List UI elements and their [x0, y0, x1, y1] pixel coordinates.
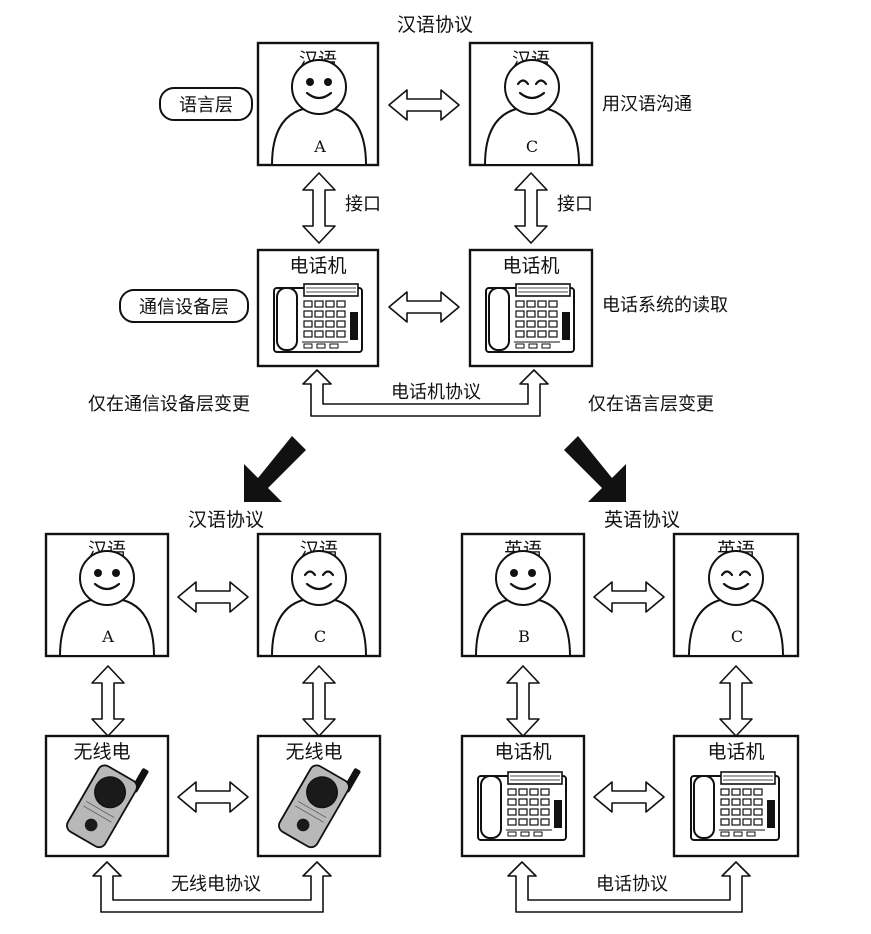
double-arrow-icon [593, 781, 665, 813]
desk-phone-icon [477, 771, 567, 841]
top-phone-left-title: 电话机 [289, 255, 346, 277]
top-box-c-letter: C [526, 137, 538, 156]
double-arrow-icon [302, 369, 549, 417]
interface-left: 接口 [345, 194, 381, 215]
double-arrow-icon [593, 581, 665, 613]
top-note-language: 用汉语沟通 [602, 94, 692, 115]
radio-protocol-label: 无线电协议 [171, 874, 261, 895]
top-box-a-letter: A [313, 137, 326, 156]
bl-box-c-letter: C [314, 627, 326, 646]
double-arrow-icon [91, 665, 125, 737]
comm-layer-label: 通信设备层 [139, 297, 229, 318]
desk-phone-icon [485, 283, 575, 353]
br-box-b-letter: B [518, 627, 530, 646]
double-arrow-icon [719, 665, 753, 737]
br-box-c-letter: C [731, 627, 743, 646]
bl-box-c: 汉语 C [256, 532, 382, 658]
top-phone-box-left: 电话机 [256, 248, 380, 368]
top-phone-protocol: 电话机协议 [391, 382, 481, 403]
br-box-c: 英语 C [672, 532, 800, 658]
bl-box-a: 汉语 A [44, 532, 170, 658]
down-left-arrow-icon [244, 436, 306, 502]
comm-layer-tag: 通信设备层 [119, 289, 249, 323]
bottom-right-protocol-label: 英语协议 [604, 509, 680, 531]
top-note-phone: 电话系统的读取 [602, 295, 728, 316]
double-arrow-icon [388, 291, 460, 323]
double-arrow-icon [388, 89, 460, 121]
desk-phone-icon [690, 771, 780, 841]
double-arrow-icon [514, 172, 548, 244]
br-box-b: 英语 B [460, 532, 586, 658]
br-phone-left-title: 电话机 [494, 741, 551, 763]
bottom-left-protocol-label: 汉语协议 [188, 509, 264, 531]
bl-box-a-letter: A [101, 627, 114, 646]
top-box-c: 汉语 C [468, 41, 594, 167]
top-phone-box-right: 电话机 [468, 248, 594, 368]
desk-phone-icon [273, 283, 363, 353]
phone-protocol-label: 电话协议 [596, 874, 668, 895]
language-layer-label: 语言层 [179, 95, 233, 116]
change-left-label: 仅在通信设备层变更 [88, 394, 250, 415]
bl-radio-left-title: 无线电 [73, 741, 130, 763]
top-box-a: 汉语 A [256, 41, 380, 167]
double-arrow-icon [302, 665, 336, 737]
bl-radio-box-right: 无线电 [256, 734, 382, 858]
top-protocol-label: 汉语协议 [397, 14, 473, 36]
down-right-arrow-icon [564, 436, 626, 502]
br-phone-box-right: 电话机 [672, 734, 800, 858]
bl-radio-right-title: 无线电 [285, 741, 342, 763]
change-right-label: 仅在语言层变更 [588, 394, 714, 415]
bl-radio-box-left: 无线电 [44, 734, 170, 858]
double-arrow-icon [507, 861, 751, 913]
double-arrow-icon [506, 665, 540, 737]
interface-right: 接口 [557, 194, 593, 215]
double-arrow-icon [177, 581, 249, 613]
br-phone-box-left: 电话机 [460, 734, 586, 858]
top-phone-right-title: 电话机 [502, 255, 559, 277]
br-phone-right-title: 电话机 [707, 741, 764, 763]
double-arrow-icon [302, 172, 336, 244]
double-arrow-icon [92, 861, 332, 913]
language-layer-tag: 语言层 [159, 87, 253, 121]
double-arrow-icon [177, 781, 249, 813]
